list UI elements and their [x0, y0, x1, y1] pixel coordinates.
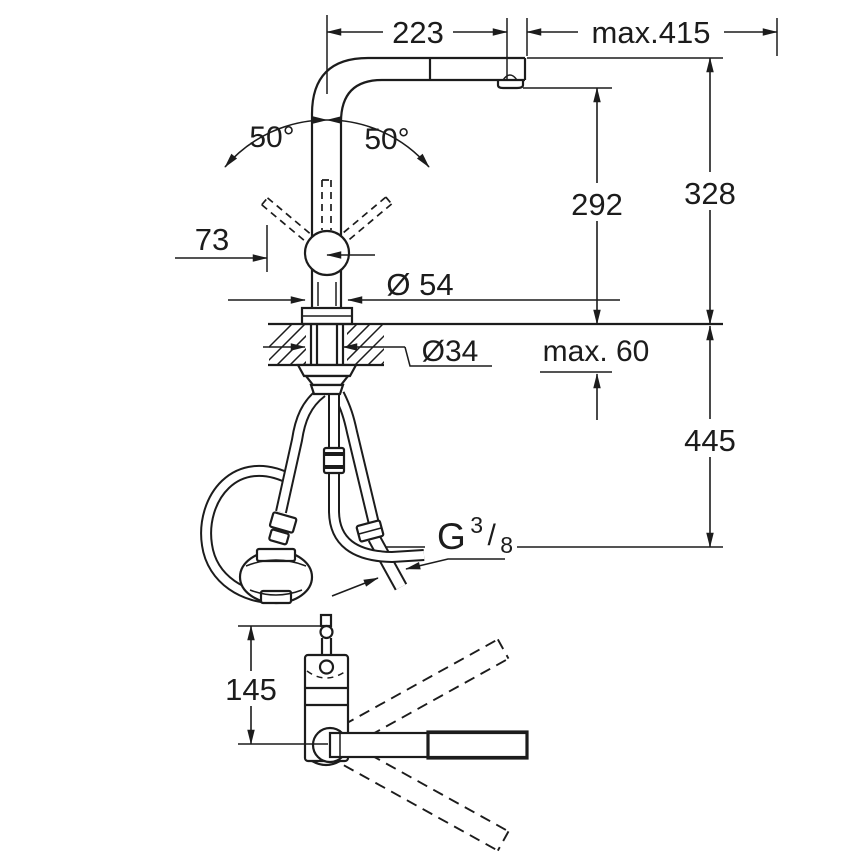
height-dimensions: 292 328 445	[523, 57, 743, 548]
angle-right-label: 50°	[364, 123, 409, 156]
hose-weight	[238, 547, 314, 605]
head-offset-dimension: 145	[221, 625, 332, 745]
spray-head-top-view	[426, 730, 529, 760]
mounting-shank	[309, 325, 345, 364]
dim-445-label: 445	[684, 423, 736, 458]
g38-label: G 3 / 8	[437, 512, 513, 558]
head-stem	[319, 613, 334, 656]
hose-connector	[322, 446, 346, 475]
dim-d54-label: Ø 54	[386, 267, 453, 302]
mounting-washer	[296, 363, 358, 378]
aerator-nub	[496, 80, 525, 90]
cartridge-screw	[318, 659, 335, 675]
handle-ball-joint	[303, 229, 351, 277]
handle-angle-dimension: 50° 50°	[224, 116, 430, 168]
dim-73-label: 73	[195, 222, 229, 257]
body-diameter-dimension: Ø 54	[228, 267, 620, 304]
mounting-nut	[309, 383, 345, 396]
hole-and-deck-dimensions: Ø34 max. 60	[263, 335, 649, 420]
reach-dimensions: 223 max.415	[326, 15, 778, 94]
front-view: 50° 50° 223 max.415 292 328	[175, 15, 778, 605]
left-hose-nut	[268, 511, 298, 534]
handle-neutral-dashed	[321, 179, 332, 230]
countertop-section	[268, 322, 723, 396]
dim-max60-label: max. 60	[543, 335, 650, 368]
dim-max415-label: max.415	[592, 15, 711, 50]
dim-328-label: 328	[684, 176, 736, 211]
handle-tilt-right-dashed	[343, 196, 393, 241]
angle-left-label: 50°	[249, 121, 294, 154]
thread-callout: G 3 / 8	[331, 512, 723, 597]
top-view: 145	[221, 613, 529, 852]
supply-hoses	[200, 387, 425, 605]
clearance-dimension: 73	[175, 222, 375, 272]
dim-d34-label: Ø34	[422, 335, 479, 368]
dim-223-label: 223	[392, 15, 444, 50]
swivel-arm-down-dashed	[343, 745, 510, 852]
handle-tilt-left-dashed	[261, 197, 311, 241]
spout-outline	[310, 56, 525, 115]
dim-145-label: 145	[225, 672, 277, 707]
swivel-arm-up-dashed	[343, 638, 510, 745]
dim-292-label: 292	[571, 187, 623, 222]
